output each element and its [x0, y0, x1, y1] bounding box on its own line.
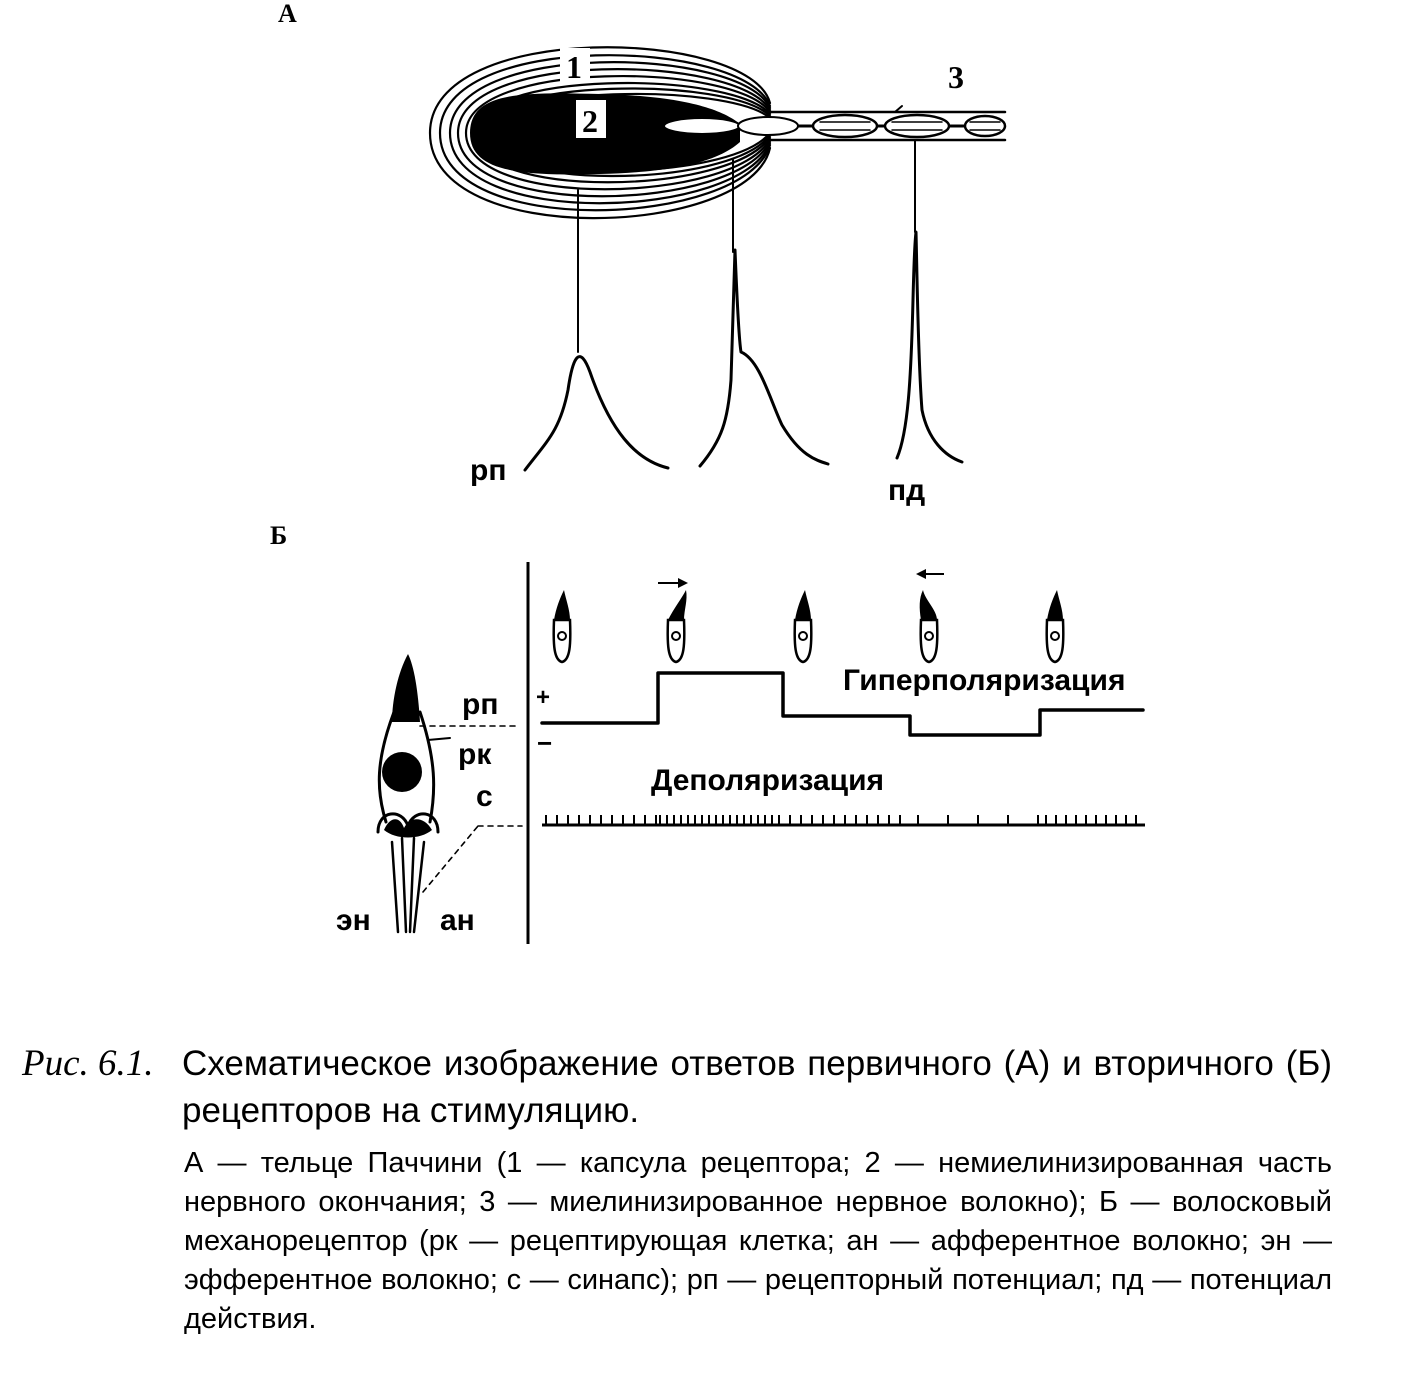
stimulus-arrow-right	[658, 578, 688, 588]
myelinated-fiber	[660, 105, 1007, 142]
receptor-potential-curve	[523, 355, 670, 472]
leader-lines	[419, 725, 523, 893]
hair-cell	[376, 654, 440, 934]
small-hair-cell	[919, 590, 939, 664]
receptor-potential-trace	[540, 671, 1145, 737]
hair-cell-nucleus	[382, 752, 422, 792]
small-hair-cell	[1045, 590, 1065, 664]
small-hair-cells-row	[552, 590, 1065, 664]
figure-caption: Рис. 6.1. Схематическое изображение отве…	[22, 1040, 1362, 1339]
rp-label-a: рп	[470, 454, 506, 487]
small-hair-cell	[666, 590, 687, 664]
capsule-number: 1	[566, 49, 582, 85]
caption-description: А — тельце Паччини (1 — капсула рецептор…	[184, 1147, 1332, 1335]
rk-pointer	[427, 737, 451, 741]
generator-and-spike-curve	[698, 248, 830, 468]
ending-number: 2	[582, 103, 598, 139]
depolarization-label: Деполяризация	[651, 764, 884, 797]
caption-title: Схематическое изображение ответов первич…	[182, 1044, 1332, 1130]
cell-en-label: эн	[336, 904, 371, 937]
cell-rk-label: рк	[458, 738, 492, 771]
panel-b-label: Б	[270, 521, 287, 550]
small-hair-cell	[552, 590, 572, 664]
caption-prefix: Рис. 6.1.	[22, 1043, 154, 1084]
cell-s-label: с	[476, 780, 493, 813]
panel-a-label: А	[278, 0, 297, 28]
small-hair-cell	[793, 590, 813, 664]
stimulus-arrow-left	[916, 569, 944, 579]
nerve-fibers	[390, 836, 426, 934]
pd-label-a: пд	[888, 474, 925, 507]
cell-rp-label: рп	[462, 688, 498, 721]
minus-sign: −	[537, 728, 552, 758]
plus-sign: +	[536, 684, 550, 711]
action-potential-curve	[895, 230, 964, 464]
recording-leads	[577, 139, 916, 353]
spike-train-ticks	[545, 815, 1137, 825]
fiber-number: 3	[948, 59, 964, 95]
figure: А 1 2 3 рп пд Б	[270, 0, 1145, 944]
hyperpolarization-label: Гиперполяризация	[843, 664, 1125, 697]
cell-an-label: ан	[440, 904, 475, 937]
